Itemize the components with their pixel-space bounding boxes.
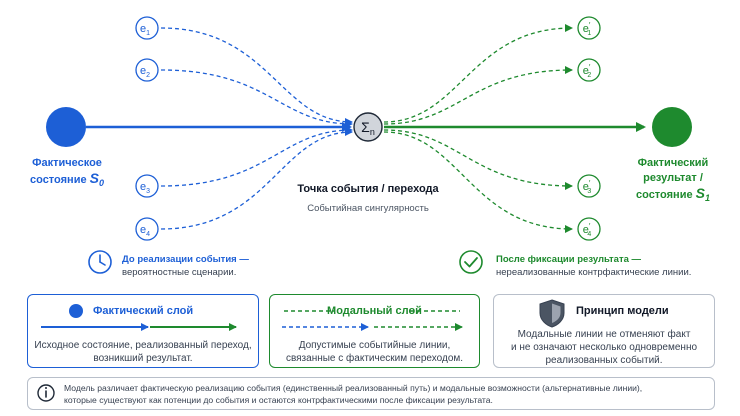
event-node-e2: e2 [135,58,159,82]
center-node [353,112,383,142]
svg-text:e′4: e′4 [583,222,592,238]
modal-line-e3p [383,129,573,190]
event-node-e3p: e′3 [577,174,601,198]
modal-line-e2 [160,69,353,128]
modal-layer-text: Допустимые событийные линии, связанные с… [285,340,464,364]
check-circle-icon [459,250,483,274]
svg-text:e2: e2 [140,65,150,79]
principle-card: Принцип модели Модальные линии не отменя… [493,294,715,368]
svg-text:e3: e3 [140,181,150,195]
principle-text: Модальные линии не отменяют факт и не оз… [510,329,698,366]
factual-layer-title: Фактический слой [93,305,194,317]
modal-layer-card: Модальный слой Допустимые событийные лин… [269,294,480,368]
event-node-e1p: e′1 [577,16,601,40]
center-subtitle: Событийная сингулярность [307,203,429,214]
source-label: Фактическое состояние S0 [30,157,104,189]
modal-line-e1 [160,27,353,126]
principle-title: Принцип модели [576,305,669,317]
modal-line-e1p [383,24,573,123]
modal-line-e2p [383,66,573,125]
target-label: Фактический результат / состояние S1 [636,157,710,204]
svg-text:e4: e4 [140,224,150,238]
event-node-e4p: e′4 [577,217,601,241]
event-node-e2p: e′2 [577,58,601,82]
center-title: Точка события / перехода [297,183,439,195]
before-note: До реализации события — вероятностные сц… [122,254,249,278]
factual-layer-text: Исходное состояние, реализованный перехо… [34,340,252,364]
modal-line-e4p [383,131,573,233]
info-icon [37,384,55,402]
svg-text:e1: e1 [140,23,150,37]
footer-note: Модель различает фактическую реализацию … [27,377,715,410]
event-node-e3: e3 [135,174,159,198]
event-node-e1: e1 [135,16,159,40]
shield-icon [539,299,565,328]
center-node-label: Σn [361,119,375,137]
svg-text:e′1: e′1 [583,21,592,37]
factual-dot-icon [69,304,83,318]
event-node-e4: e4 [135,217,159,241]
modal-layer-title: Модальный слой [327,305,422,317]
source-node [46,107,86,147]
svg-text:e′3: e′3 [583,179,592,195]
modal-line-e3 [160,126,353,187]
svg-text:e′2: e′2 [583,63,592,79]
clock-icon [88,250,112,274]
footer-text: Модель различает фактическую реализацию … [64,383,643,405]
factual-layer-card: Фактический слой Исходное состояние, реа… [27,294,259,368]
after-note: После фиксации результата — нереализован… [496,254,692,278]
target-node [652,107,692,147]
modal-line-e4 [160,128,353,230]
